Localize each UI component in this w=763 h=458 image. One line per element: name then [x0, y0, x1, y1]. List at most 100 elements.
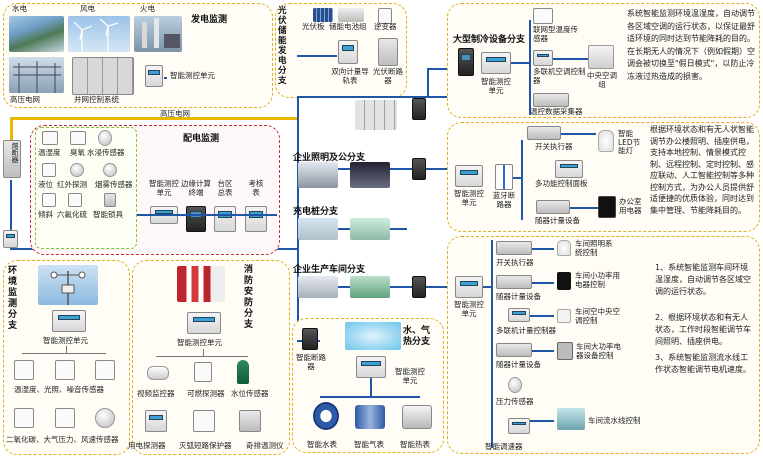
lighting-inner-riser	[521, 140, 523, 220]
pv-breaker	[378, 38, 398, 66]
thermal-photo	[134, 16, 182, 52]
prod-switch-exec-label: 开关执行器	[496, 258, 534, 267]
water-immersion-label: 水浸传感器	[87, 148, 125, 157]
pv-breaker-label: 光伏断路器	[373, 67, 403, 85]
grid-cabinets	[72, 57, 134, 95]
charging-photo-1	[298, 218, 338, 240]
wg-breaker-label: 智能断路器	[296, 353, 326, 371]
humiture-label: 温湿度	[38, 148, 61, 157]
gen-smart-meter	[145, 65, 163, 87]
grid-control-label: 并网控制系统	[74, 95, 119, 104]
tilt-label: 倾斜	[38, 210, 53, 219]
env-smart-meter	[52, 310, 86, 332]
multi-panel-device	[555, 160, 583, 178]
workshop-light-icon	[557, 240, 571, 256]
transformer-icon	[13, 61, 61, 93]
prod-meter-1	[496, 275, 532, 289]
led-lamp-label: 智能LED节能灯	[618, 129, 641, 156]
lighting-inner-h	[513, 177, 523, 179]
arc-label: 灭弧短路保护器	[179, 441, 232, 450]
smart-lock	[104, 193, 116, 207]
lighting-to-lamp	[561, 133, 596, 135]
inverter-label: 逆变器	[374, 22, 397, 31]
electric-detector	[145, 410, 167, 432]
pv-to-bus	[297, 55, 337, 57]
anemometer-icon	[95, 408, 115, 428]
camera-icon	[147, 366, 169, 380]
hvac-smart-meter-label: 智能测控单元	[481, 77, 511, 95]
lighting-breaker	[412, 158, 426, 180]
charging-photo-2	[350, 218, 390, 240]
prod-switch-exec	[496, 241, 532, 255]
light-control-label: 车间照明系统控制	[575, 239, 613, 257]
wg-meters-h	[320, 396, 420, 398]
hv-line-vertical	[10, 117, 13, 142]
smart-lock-label: 智能锁具	[93, 210, 123, 219]
electric-label: 用电探测器	[128, 441, 166, 450]
hvac-meter-2	[481, 52, 511, 74]
prod-ac-ctrl	[508, 308, 530, 322]
env-smart-meter-label: 智能测控单元	[43, 336, 88, 345]
dist-meters-line	[137, 214, 277, 216]
humiture-sensor	[42, 131, 58, 145]
office-photo-1	[298, 162, 338, 188]
ac-controller-device	[533, 50, 553, 66]
pv-panel-label: 光伏板	[302, 22, 325, 31]
temp-label: 奇排温测仪	[246, 441, 284, 450]
prod-meter-2	[496, 343, 532, 357]
infrared-sensor	[70, 163, 84, 177]
water-level-label: 水位传感器	[231, 389, 269, 398]
wg-smart-meter-label: 智能测控单元	[395, 367, 425, 385]
pv-panel-photo	[313, 8, 333, 22]
thermal-label: 火电	[140, 4, 155, 13]
sf6-label: 六氟化硫	[57, 210, 87, 219]
production-description-3: 3、系统智能监测流水线工作状态智能调节电机速度。	[655, 353, 751, 374]
prod-out-2	[532, 282, 554, 284]
ozone-sensor	[70, 131, 86, 145]
smoke-sensor	[103, 163, 117, 177]
fuse-device	[3, 140, 21, 178]
wind-turbine-icon	[73, 18, 119, 52]
lighting-smart-meter-label: 智能测控单元	[454, 189, 484, 207]
env-sensor-2	[55, 360, 75, 380]
wg-breaker	[302, 328, 318, 350]
gas-meter-label: 智能气表	[354, 440, 384, 449]
water-gas-title: 水、气热分支	[403, 326, 431, 347]
hvac-bus-line	[297, 96, 447, 98]
distribution-title: 配电监测	[183, 134, 220, 144]
wind-photo	[68, 16, 130, 52]
bidir-meter-label: 双向计量导轨表	[331, 67, 369, 85]
office-photo-2	[350, 162, 390, 188]
edge-terminal	[186, 206, 206, 232]
fire-smart-meter	[187, 312, 221, 334]
hv-line-label: 高压电网	[160, 109, 190, 118]
hv-grid-label: 高压电网	[10, 95, 40, 104]
hvac-title: 大型制冷设备分支	[453, 35, 526, 45]
temp-sensor-device	[533, 8, 553, 24]
production-smart-meter	[455, 276, 483, 298]
left-meter	[3, 230, 18, 248]
hvac-riser	[427, 68, 429, 98]
workshop-ac-icon	[557, 309, 571, 323]
wg-down	[370, 378, 372, 398]
station-meter	[214, 206, 236, 232]
water-meter-icon	[313, 402, 339, 430]
prod-ac-ctrl-label: 多联机计量控制器	[496, 326, 556, 335]
smoke-label: 烟雾传感器	[95, 180, 133, 189]
lighting-smart-meter	[455, 165, 483, 187]
heat-meter-label: 智能热表	[400, 440, 430, 449]
office-equip-photo	[598, 196, 616, 218]
wind-label: 风电	[80, 4, 95, 13]
hvac-inner-riser	[529, 20, 531, 115]
hvac-breaker	[412, 98, 426, 120]
small-power-label: 车间小功率用电器控制	[575, 271, 620, 289]
prod-out-3	[530, 315, 554, 317]
production-inner-riser	[491, 240, 493, 448]
prod-meter-2-label: 随器计量设备	[496, 360, 541, 369]
bluetooth-breaker-label: 蓝牙断路器	[492, 191, 516, 209]
env-sensor-row2-label: 二氧化碳、大气压力、风速传感器	[6, 435, 119, 444]
env-title: 环境监测分支	[8, 266, 18, 331]
water-meter-label: 智能水表	[307, 440, 337, 449]
smart-adjust-device	[508, 418, 530, 434]
hv-grid-photo	[9, 57, 64, 93]
